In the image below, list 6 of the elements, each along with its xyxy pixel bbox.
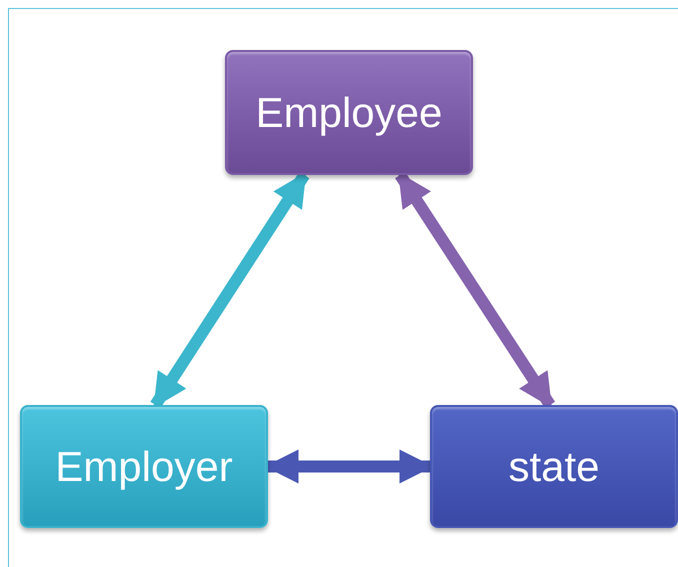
rounded-box [20, 405, 268, 528]
rounded-box [225, 50, 473, 175]
box-label: Employee [256, 88, 442, 136]
rounded-box [430, 405, 678, 528]
box-label: Employer [55, 442, 233, 490]
box-label: state [508, 442, 600, 490]
